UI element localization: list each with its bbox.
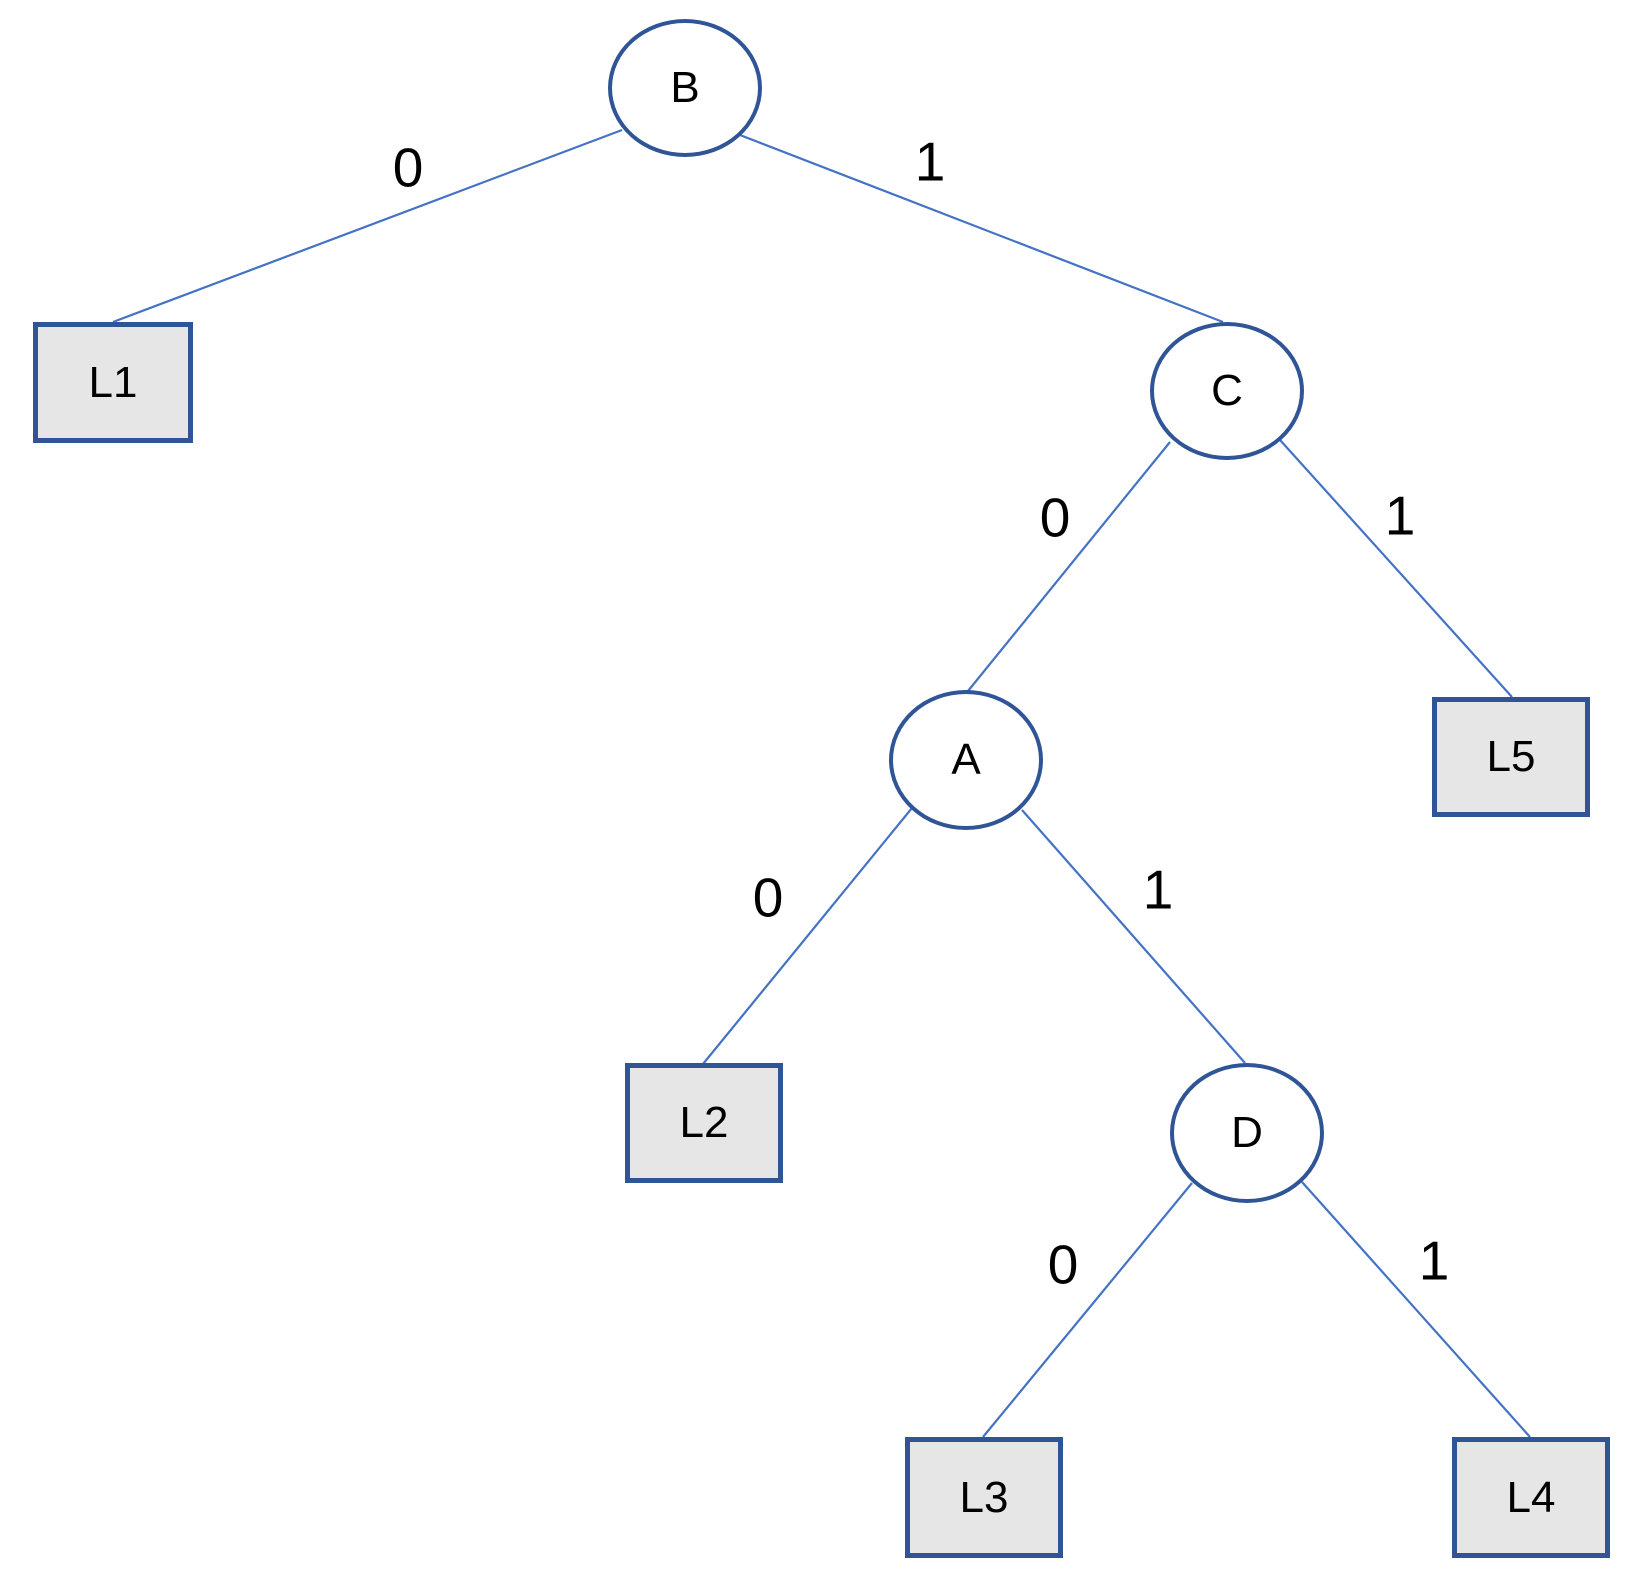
tree-node-L3: L3 xyxy=(905,1437,1063,1558)
edge-D-L4 xyxy=(1301,1181,1531,1438)
edge-label-C-A: 0 xyxy=(1039,486,1071,549)
tree-node-B: B xyxy=(608,19,762,157)
node-label-L4: L4 xyxy=(1506,1472,1556,1522)
node-label-L5: L5 xyxy=(1486,732,1536,781)
tree-node-D: D xyxy=(1170,1063,1324,1203)
tree-node-A: A xyxy=(889,690,1043,830)
tree-node-L4: L4 xyxy=(1452,1437,1610,1558)
node-label-D: D xyxy=(1231,1108,1263,1157)
edge-C-L5 xyxy=(1279,439,1513,698)
edge-label-A-L2: 0 xyxy=(752,866,784,929)
node-label-C: C xyxy=(1211,366,1243,415)
edge-label-D-L3: 0 xyxy=(1047,1233,1079,1296)
edge-label-C-L5: 1 xyxy=(1384,484,1416,547)
tree-node-L5: L5 xyxy=(1432,697,1590,817)
edge-label-B-C: 1 xyxy=(914,130,946,193)
node-label-B: B xyxy=(670,63,700,112)
node-label-L3: L3 xyxy=(959,1472,1009,1522)
edge-A-D xyxy=(1021,809,1246,1064)
node-label-L1: L1 xyxy=(88,357,138,407)
edge-B-C xyxy=(739,133,1224,324)
tree-node-L2: L2 xyxy=(625,1063,783,1183)
node-label-L2: L2 xyxy=(679,1098,729,1147)
tree-node-C: C xyxy=(1150,322,1304,460)
node-label-A: A xyxy=(951,735,981,784)
edge-B-L1 xyxy=(112,128,623,324)
edge-C-A xyxy=(967,441,1171,692)
edge-label-D-L4: 1 xyxy=(1418,1229,1450,1292)
edge-A-L2 xyxy=(702,807,913,1065)
edge-D-L3 xyxy=(982,1182,1193,1438)
edge-label-B-L1: 0 xyxy=(392,136,424,199)
tree-node-L1: L1 xyxy=(33,322,193,443)
edge-label-A-D: 1 xyxy=(1142,858,1174,921)
